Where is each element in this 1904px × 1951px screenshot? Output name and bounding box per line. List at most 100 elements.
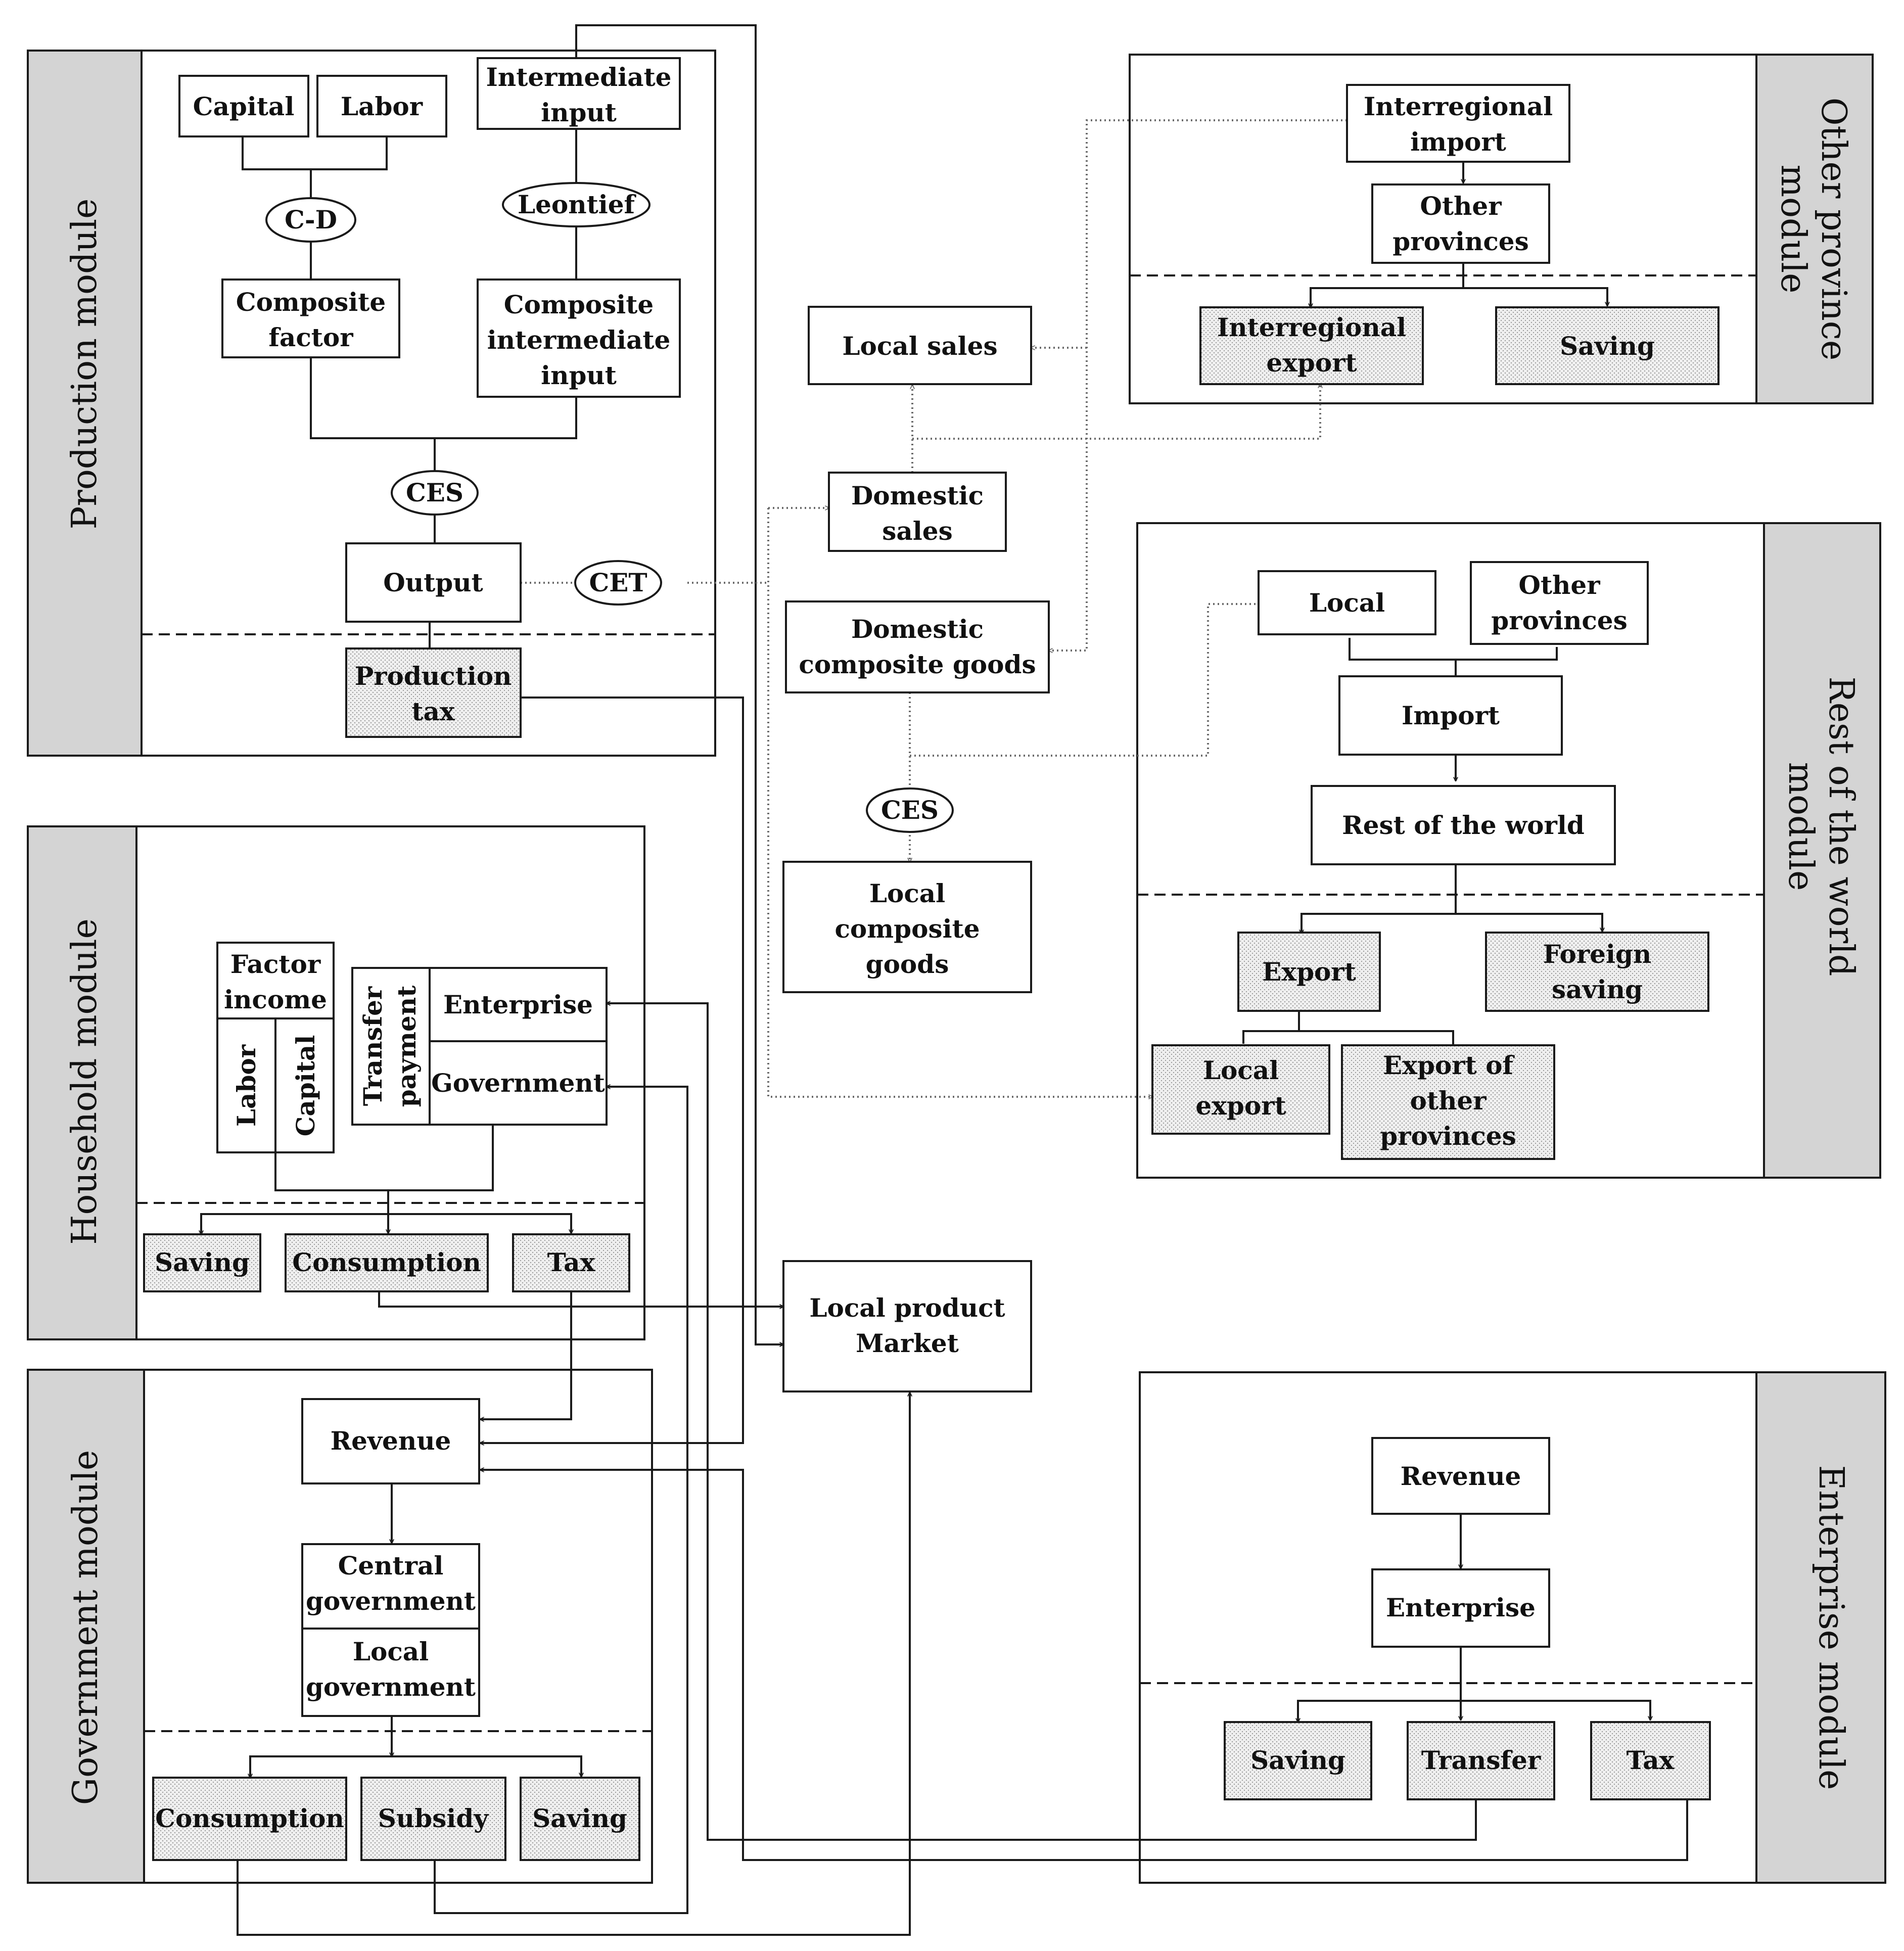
household-module-frame xyxy=(135,825,645,1340)
svg-text:module: module xyxy=(1773,165,1813,294)
production-module-band xyxy=(27,50,143,757)
export-of-other-provinces-node: Export of other provinces xyxy=(1341,1044,1555,1160)
svg-text:Enterprise: Enterprise xyxy=(1386,1593,1536,1622)
government-module: Government module xyxy=(27,1369,653,1884)
production-module: Production module xyxy=(27,50,716,757)
rest-of-the-world-node: Rest of the world xyxy=(1311,785,1616,865)
enterprise-module: Enterprise module xyxy=(1139,1371,1886,1884)
svg-text:Other province: Other province xyxy=(1814,98,1853,361)
svg-text:goods: goods xyxy=(866,949,949,979)
government-saving-node: Saving xyxy=(520,1777,640,1861)
svg-text:Local: Local xyxy=(1309,588,1385,618)
svg-text:Saving: Saving xyxy=(1560,331,1655,361)
svg-text:Saving: Saving xyxy=(1250,1745,1345,1775)
enterprise-transfer-node: Transfer xyxy=(1407,1721,1555,1800)
svg-text:CES: CES xyxy=(881,795,939,825)
svg-text:input: input xyxy=(541,98,617,127)
local-sales-node: Local sales xyxy=(808,306,1032,385)
svg-text:government: government xyxy=(306,1672,476,1702)
rest-of-world-module-band xyxy=(1763,522,1881,1179)
ces-production-node: CES xyxy=(391,470,479,516)
svg-text:Export: Export xyxy=(1262,957,1356,987)
svg-text:Output: Output xyxy=(383,568,483,597)
transfer-government-label: Government xyxy=(431,1068,605,1098)
svg-text:Local product: Local product xyxy=(809,1293,1005,1323)
svg-text:Other: Other xyxy=(1420,191,1502,221)
rest-of-world-module: Rest of the world module xyxy=(1136,522,1881,1179)
subsidy-node: Subsidy xyxy=(360,1777,506,1861)
other-province-module-label: Other province module xyxy=(1773,98,1853,361)
foreign-saving-node: Foreign saving xyxy=(1485,932,1709,1012)
svg-text:Rest of the world: Rest of the world xyxy=(1342,810,1585,840)
svg-text:payment: payment xyxy=(392,986,422,1107)
svg-text:Domestic: Domestic xyxy=(851,481,984,510)
production-module-frame xyxy=(141,50,716,757)
central-government-label: Central xyxy=(338,1551,444,1581)
other-provinces-node: Other provinces xyxy=(1371,183,1550,264)
intermediate-input-node: Intermediate input xyxy=(477,57,681,130)
cd-function-node: C-D xyxy=(265,197,356,243)
enterprise-module-label: Enterprise module xyxy=(1811,1465,1851,1790)
svg-text:Revenue: Revenue xyxy=(331,1426,451,1456)
local-composite-goods-node: Local composite goods xyxy=(782,861,1032,993)
svg-text:Local: Local xyxy=(1203,1055,1279,1085)
svg-text:Production: Production xyxy=(355,661,512,691)
svg-text:Transfer: Transfer xyxy=(1421,1745,1541,1775)
svg-text:composite: composite xyxy=(834,914,980,944)
svg-text:CES: CES xyxy=(406,478,463,507)
other-province-module-band xyxy=(1755,54,1874,404)
production-module-label: Production module xyxy=(65,199,105,530)
svg-text:Export of: Export of xyxy=(1383,1050,1515,1080)
government-module-frame xyxy=(143,1369,653,1884)
svg-text:Capital: Capital xyxy=(193,91,295,121)
enterprise-tax-node: Tax xyxy=(1590,1721,1711,1800)
ces-market-node: CES xyxy=(866,787,954,833)
svg-text:CET: CET xyxy=(589,568,647,597)
transfer-enterprise-label: Enterprise xyxy=(443,990,593,1019)
svg-text:Labor: Labor xyxy=(341,91,423,121)
svg-text:saving: saving xyxy=(1552,974,1643,1004)
svg-text:government: government xyxy=(306,1586,476,1616)
svg-text:Composite: Composite xyxy=(504,290,654,319)
household-tax-node: Tax xyxy=(512,1233,630,1292)
household-module-label: Household module xyxy=(65,918,105,1245)
svg-text:Import: Import xyxy=(1402,701,1500,730)
svg-text:provinces: provinces xyxy=(1491,606,1627,635)
row-other-provinces-node: Other provinces xyxy=(1470,561,1649,645)
svg-text:module: module xyxy=(1781,762,1821,891)
interregional-import-node: Interregional import xyxy=(1346,84,1570,163)
other-province-module: Other province module xyxy=(1129,54,1874,404)
svg-text:factor: factor xyxy=(268,322,353,352)
svg-text:Other: Other xyxy=(1518,570,1600,600)
svg-text:Interregional: Interregional xyxy=(1364,91,1553,121)
svg-text:income: income xyxy=(224,985,327,1014)
export-node: Export xyxy=(1237,932,1381,1012)
leontief-function-node: Leontief xyxy=(502,182,651,227)
government-revenue-node: Revenue xyxy=(301,1398,480,1484)
import-node: Import xyxy=(1338,675,1563,756)
svg-text:Intermediate: Intermediate xyxy=(486,62,672,92)
cet-function-node: CET xyxy=(574,560,662,606)
svg-text:export: export xyxy=(1266,348,1357,378)
household-saving-node: Saving xyxy=(143,1233,261,1292)
svg-text:Tax: Tax xyxy=(1627,1745,1675,1775)
svg-text:input: input xyxy=(541,360,617,390)
svg-text:Interregional: Interregional xyxy=(1217,312,1406,342)
svg-text:C-D: C-D xyxy=(285,205,337,235)
svg-text:provinces: provinces xyxy=(1380,1121,1516,1151)
svg-text:Local: Local xyxy=(869,878,945,908)
svg-text:other: other xyxy=(1410,1086,1487,1116)
svg-text:Saving: Saving xyxy=(532,1803,627,1833)
svg-text:Revenue: Revenue xyxy=(1401,1461,1521,1491)
enterprise-module-band xyxy=(1755,1371,1886,1884)
row-local-node: Local xyxy=(1258,570,1436,635)
production-tax-node: Production tax xyxy=(345,647,522,738)
output-node: Output xyxy=(345,542,522,623)
svg-text:Domestic: Domestic xyxy=(851,614,984,644)
svg-text:Capital: Capital xyxy=(291,1035,320,1137)
svg-text:Consumption: Consumption xyxy=(292,1247,481,1277)
svg-text:Saving: Saving xyxy=(155,1247,250,1277)
central-local-government-node: Central government Local government xyxy=(301,1543,480,1717)
local-government-label: Local xyxy=(353,1637,429,1666)
